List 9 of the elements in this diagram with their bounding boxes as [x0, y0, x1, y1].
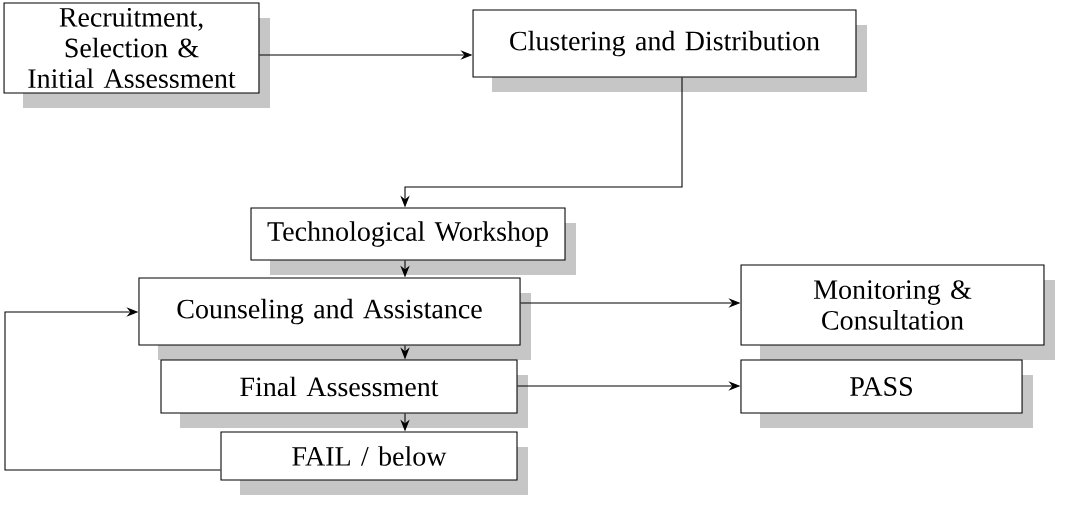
process-box: Monitoring & Consultation: [740, 264, 1045, 346]
arrow: [4, 307, 221, 471]
process-box: Counseling and Assistance: [138, 277, 521, 346]
process-box: PASS: [740, 359, 1023, 414]
process-box: Recruitment, Selection & Initial Assessment: [3, 2, 260, 94]
process-box: Clustering and Distribution: [472, 9, 857, 78]
process-box: Technological Workshop: [250, 207, 566, 261]
process-box: FAIL / below: [220, 431, 518, 481]
process-box: Final Assessment: [160, 359, 518, 414]
